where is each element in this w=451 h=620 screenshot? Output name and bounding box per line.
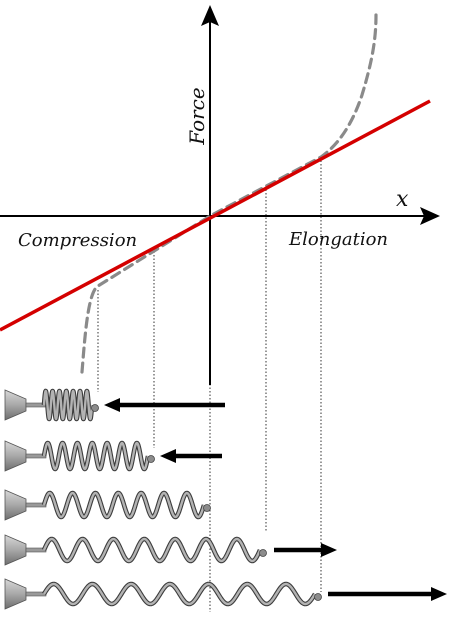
axes — [0, 5, 440, 385]
force-arrow-head — [160, 449, 176, 463]
spring-mount — [4, 489, 27, 521]
y-axis-arrowhead — [201, 5, 219, 26]
spring-coil — [42, 491, 206, 519]
force-axis-label: Force — [185, 87, 209, 145]
spring-tip — [91, 404, 99, 412]
x-axis-label: x — [396, 187, 409, 212]
spring-max-compression — [4, 388, 225, 422]
spring-coil — [42, 582, 317, 606]
spring-mount — [4, 389, 27, 421]
spring-max-elongation — [4, 578, 447, 610]
spring-rest — [4, 489, 211, 521]
spring-tip — [314, 593, 322, 601]
spring-coil — [42, 389, 94, 421]
spring-mount — [4, 578, 27, 610]
force-arrow-head — [321, 543, 337, 557]
hookean-line — [0, 99, 431, 332]
spring-tip — [147, 455, 155, 463]
spring-coil — [42, 537, 262, 563]
springs-group — [4, 388, 447, 610]
force-arrow-head — [104, 398, 120, 412]
elongation-label: Elongation — [288, 229, 388, 250]
spring-tip — [203, 504, 211, 512]
spring-elongation — [4, 534, 337, 566]
spring-compression — [4, 440, 222, 472]
spring-coil — [42, 441, 150, 471]
real-spring-curve — [80, 13, 378, 374]
force-arrow-head — [431, 587, 447, 601]
x-axis-arrowhead — [420, 207, 440, 225]
spring-tip — [259, 549, 267, 557]
compression-label: Compression — [18, 230, 137, 251]
spring-mount — [4, 440, 27, 472]
spring-mount — [4, 534, 27, 566]
